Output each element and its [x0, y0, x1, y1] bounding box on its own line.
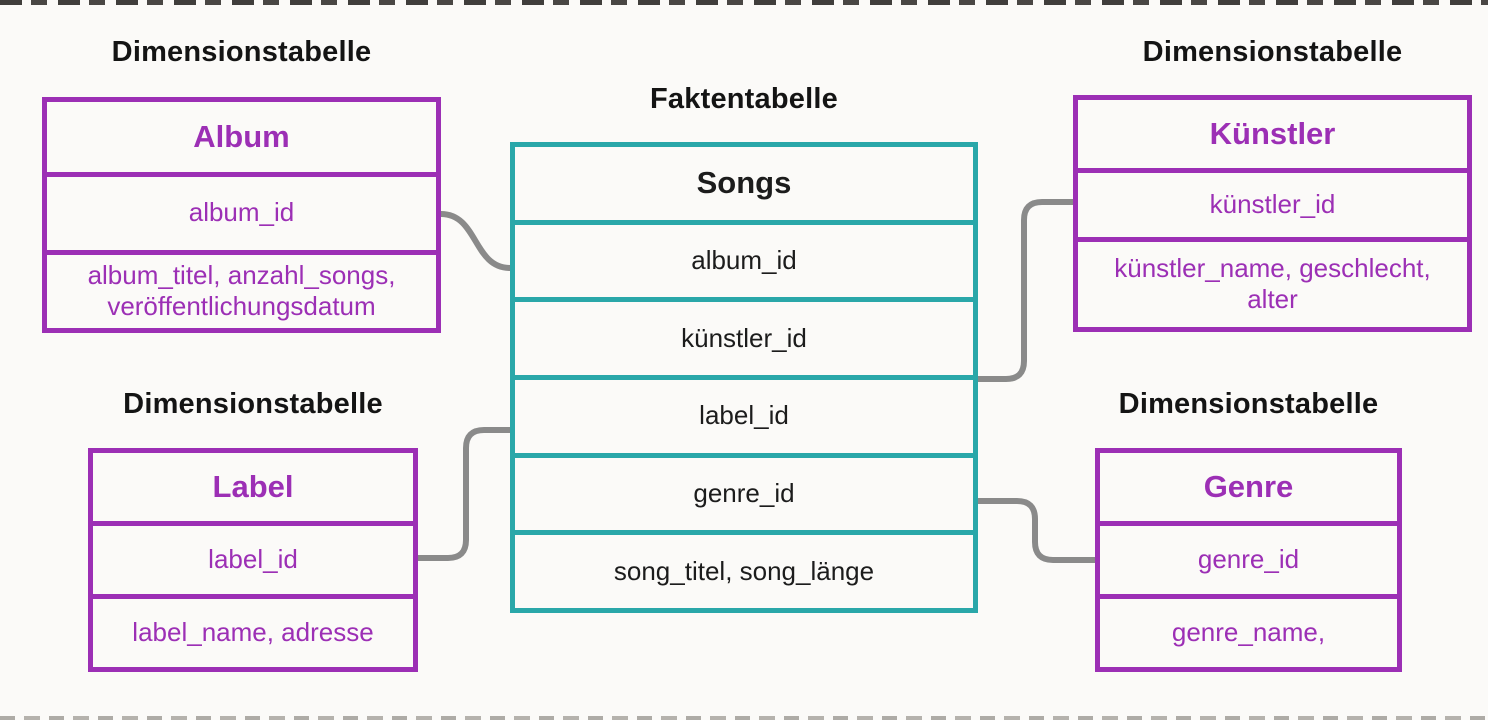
table-label-title: Label: [212, 469, 294, 505]
table-album-attr-field: album_titel, anzahl_songs, veröffentlich…: [47, 249, 436, 328]
table-songs-field-album-id: album_id: [515, 219, 973, 298]
heading-dimension-bottom-left: Dimensionstabelle: [123, 388, 383, 420]
table-songs-title: Songs: [696, 165, 792, 201]
table-label-attr-field: label_name, adresse: [93, 594, 413, 667]
connector-kuenstler-songs: [975, 199, 1076, 382]
heading-dimension-bottom-right: Dimensionstabelle: [1118, 388, 1379, 420]
table-kuenstler-attr-field: künstler_name, geschlecht, alter: [1078, 236, 1467, 327]
heading-dimension-top-left: Dimensionstabelle: [111, 36, 372, 68]
connector-album-songs: [438, 211, 513, 271]
heading-fact: Faktentabelle: [650, 83, 838, 115]
table-genre-title: Genre: [1203, 469, 1294, 505]
table-songs-field-attrs: song_titel, song_länge: [515, 530, 973, 608]
table-album-title: Album: [193, 118, 290, 154]
table-label: Label label_id label_name, adresse: [88, 448, 418, 672]
table-genre: Genre genre_id genre_name,: [1095, 448, 1402, 672]
table-genre-attr-field: genre_name,: [1100, 594, 1397, 667]
bottom-edge-artifact: [0, 716, 1488, 720]
top-edge-artifact: [0, 0, 1488, 5]
table-kuenstler: Künstler künstler_id künstler_name, gesc…: [1073, 95, 1472, 332]
table-songs-field-label-id: label_id: [515, 375, 973, 453]
table-songs-field-genre-id: genre_id: [515, 452, 973, 531]
table-songs: Songs album_id künstler_id label_id genr…: [510, 142, 978, 613]
table-kuenstler-title: Künstler: [1209, 116, 1336, 152]
table-label-key-field: label_id: [93, 521, 413, 594]
table-genre-key-field: genre_id: [1100, 521, 1397, 594]
table-album: Album album_id album_titel, anzahl_songs…: [42, 97, 441, 333]
table-album-key-field: album_id: [47, 171, 436, 250]
table-songs-field-kuenstler-id: künstler_id: [515, 297, 973, 375]
connector-genre-songs: [975, 498, 1098, 563]
heading-dimension-top-right: Dimensionstabelle: [1142, 36, 1403, 68]
connector-label-songs: [415, 427, 513, 561]
table-kuenstler-key-field: künstler_id: [1078, 168, 1467, 237]
